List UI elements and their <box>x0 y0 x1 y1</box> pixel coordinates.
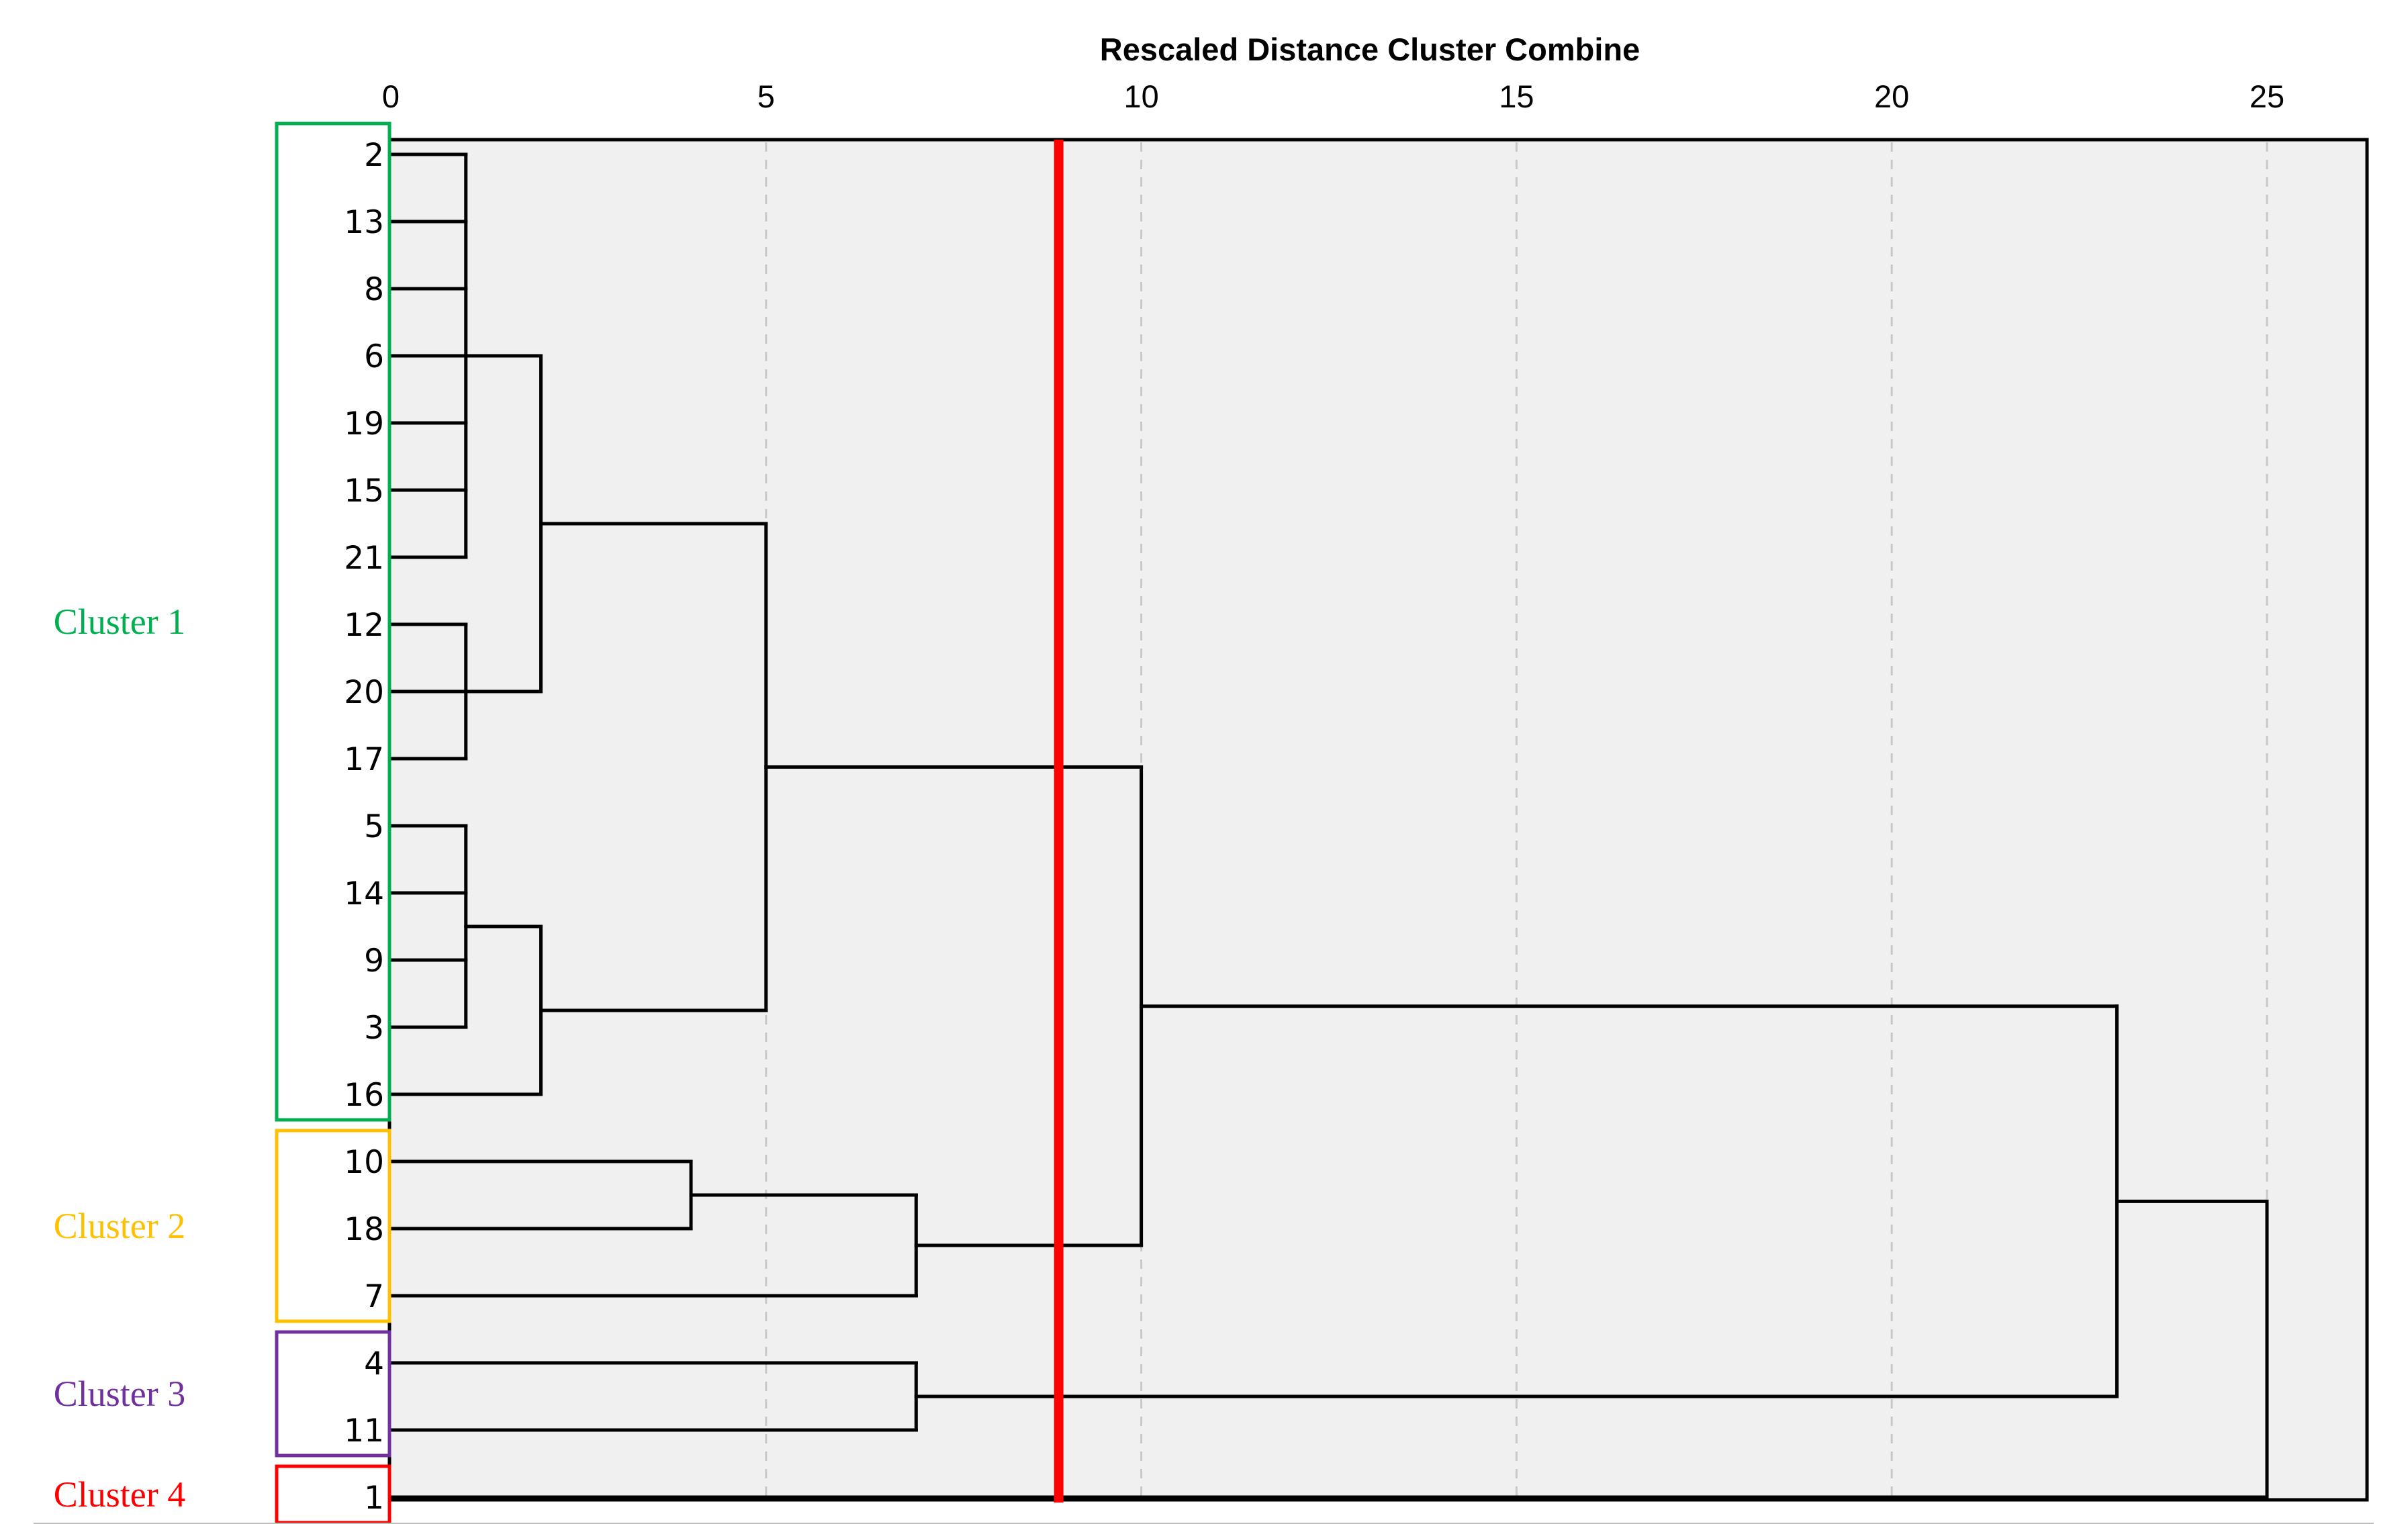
leaf-label-3: 3 <box>364 1010 384 1047</box>
leaf-label-10: 10 <box>344 1144 384 1181</box>
leaf-label-2: 2 <box>364 137 384 174</box>
dendrogram-links <box>389 152 2269 1499</box>
leaf-label-14: 14 <box>344 875 384 912</box>
leaf-label-5: 5 <box>364 808 384 845</box>
cluster-3-box <box>275 1330 391 1458</box>
leaf-label-15: 15 <box>344 473 384 510</box>
cluster-4-label: Cluster 4 <box>54 1474 186 1515</box>
tick-label-15: 15 <box>1499 79 1534 114</box>
leaf-label-7: 7 <box>364 1278 384 1315</box>
cluster-3-label: Cluster 3 <box>54 1374 186 1414</box>
leaf-label-16: 16 <box>344 1077 384 1114</box>
cluster-1-label: Cluster 1 <box>54 602 186 642</box>
chart-title: Rescaled Distance Cluster Combine <box>1100 32 1640 67</box>
leaf-label-18: 18 <box>344 1211 384 1248</box>
tick-label-0: 0 <box>382 79 400 114</box>
leaf-label-12: 12 <box>344 607 384 644</box>
leaf-label-1: 1 <box>364 1480 384 1517</box>
cluster-groups: Cluster 1 Cluster 2 Cluster 3 Cluster 4 <box>54 122 391 1524</box>
x-axis-ticks: 0 5 10 15 20 25 <box>382 79 2284 114</box>
tick-label-5: 5 <box>757 79 775 114</box>
leaf-label-8: 8 <box>364 271 384 308</box>
cluster-1-box <box>275 122 391 1122</box>
tick-label-20: 20 <box>1874 79 1909 114</box>
leaf-label-4: 4 <box>364 1345 384 1382</box>
leaf-label-19: 19 <box>344 406 384 442</box>
cluster-2-box <box>275 1129 391 1323</box>
leaf-label-9: 9 <box>364 943 384 980</box>
leaf-label-6: 6 <box>364 338 384 375</box>
leaf-label-17: 17 <box>344 741 384 778</box>
leaf-label-20: 20 <box>344 674 384 711</box>
leaf-label-21: 21 <box>344 540 384 577</box>
leaf-label-11: 11 <box>344 1413 384 1449</box>
plot-area <box>387 138 2369 1502</box>
tick-label-10: 10 <box>1123 79 1158 114</box>
leaf-label-13: 13 <box>344 204 384 241</box>
cluster-2-label: Cluster 2 <box>54 1206 186 1246</box>
tick-label-25: 25 <box>2250 79 2284 114</box>
